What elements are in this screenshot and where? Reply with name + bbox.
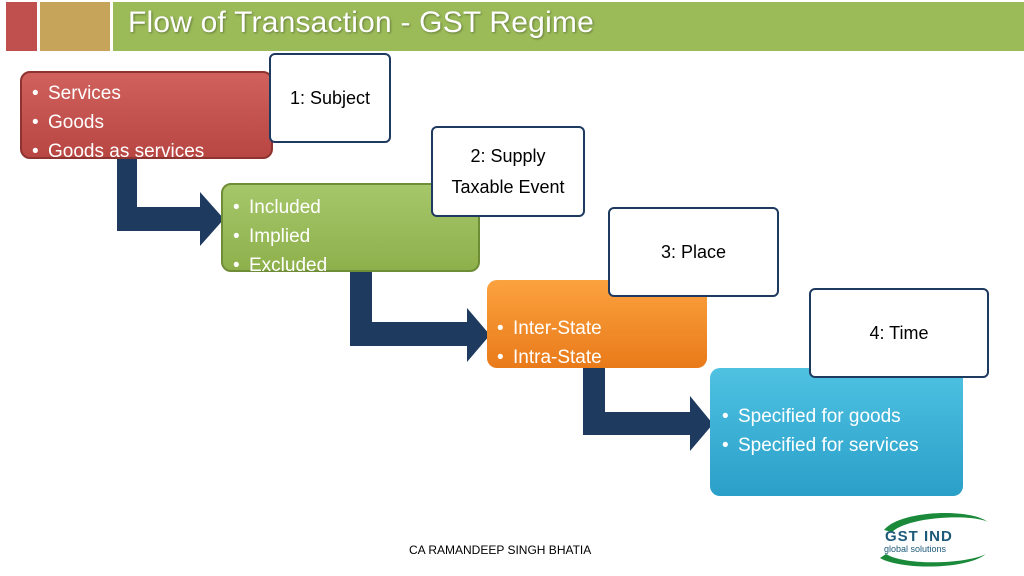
list-item: Excluded <box>231 251 478 280</box>
header-bar <box>113 2 1024 51</box>
stage-subject-label: 1: Subject <box>269 53 391 143</box>
page-title: Flow of Transaction - GST Regime <box>128 6 595 39</box>
label-line: 2: Supply <box>470 145 546 166</box>
list-item: Inter-State <box>495 314 707 343</box>
header-square-red <box>6 2 37 51</box>
list-item: Goods <box>30 108 271 137</box>
logo-name: GST IND <box>885 528 953 545</box>
logo-tagline: global solutions <box>884 544 947 554</box>
list-item: Goods as services <box>30 137 271 166</box>
label-line: 4: Time <box>869 322 929 343</box>
list-item: Implied <box>231 222 478 251</box>
label-line: Taxable Event <box>451 176 565 197</box>
list-item: Included <box>231 193 478 222</box>
stage-place-label: 3: Place <box>608 207 779 297</box>
stage-time-box: Specified for goods Specified for servic… <box>710 368 963 496</box>
flow-arrow-3 <box>583 368 713 451</box>
header-square-gold <box>40 2 110 51</box>
list-item: Services <box>30 79 271 108</box>
label-line: 1: Subject <box>289 87 371 108</box>
footer-author: CA RAMANDEEP SINGH BHATIA <box>409 543 592 557</box>
flow-arrow-1 <box>117 159 224 246</box>
gst-ind-logo-icon <box>880 512 988 567</box>
list-item: Intra-State <box>495 343 707 372</box>
stage-supply-label: 2: Supply Taxable Event <box>431 126 585 217</box>
list-item: Specified for goods <box>720 402 963 431</box>
flow-arrow-2 <box>350 272 490 362</box>
stage-time-label: 4: Time <box>809 288 989 378</box>
list-item: Specified for services <box>720 431 963 460</box>
label-line: 3: Place <box>660 241 727 262</box>
stage-subject-box: Services Goods Goods as services <box>20 71 273 166</box>
